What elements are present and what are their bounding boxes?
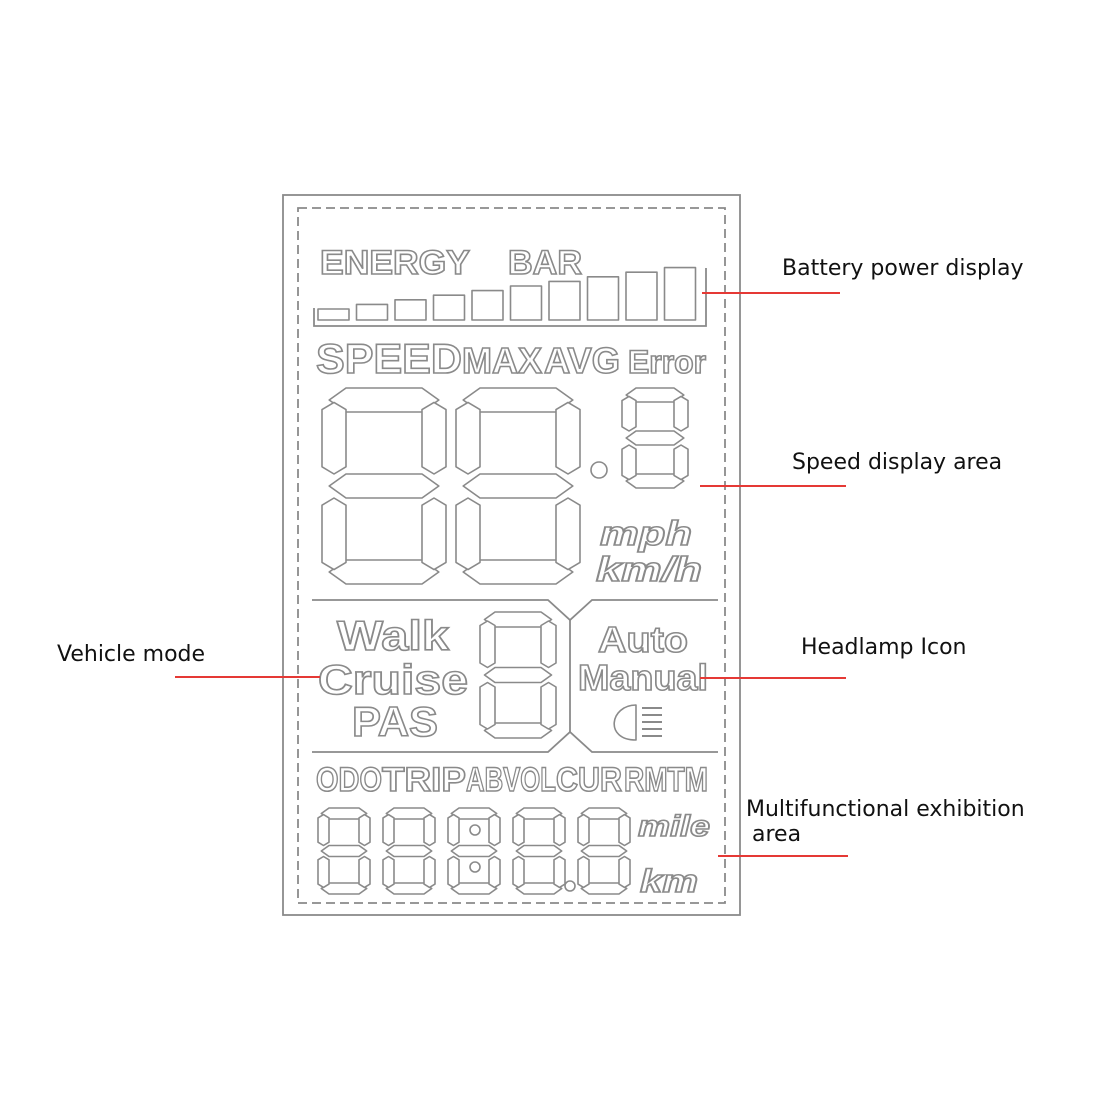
energy-bar-segment [548, 280, 581, 321]
mode-walk: Walk [337, 612, 450, 659]
label-cur: CUR [556, 761, 622, 799]
energy-bar-segment [432, 294, 466, 321]
multifunction-digits [317, 807, 631, 895]
speed-digit-tenths [621, 387, 689, 489]
energy-bar-segment [471, 289, 504, 321]
callout-headlamp: Headlamp Icon [801, 635, 967, 660]
callout-battery: Battery power display [782, 256, 1024, 281]
multi-digit-1 [317, 807, 371, 895]
mode-cruise: Cruise [318, 656, 468, 703]
lcd-inner-dashed-frame [297, 207, 726, 904]
lcd-outer-frame [282, 194, 741, 916]
callout-vehicle-mode: Vehicle mode [57, 642, 205, 667]
bar-label: BAR [508, 244, 582, 282]
error-label: Error [628, 344, 706, 380]
callout-multifunction-line2: area [752, 822, 801, 847]
speed-digit-ones [455, 387, 581, 585]
unit-mph: mph [600, 515, 692, 553]
multi-digit-5 [577, 807, 631, 895]
callout-speed: Speed display area [792, 450, 1002, 475]
speed-label: SPEED [316, 335, 462, 382]
multi-digit-4 [512, 807, 566, 895]
energy-bar-segments [313, 266, 707, 327]
label-odo: ODO [316, 761, 382, 799]
callout-multifunction-line1: Multifunctional exhibition [746, 797, 1025, 822]
unit-kmh: km/h [596, 551, 702, 589]
multi-digit-3 [447, 807, 501, 895]
colon-dot-bottom [469, 861, 481, 873]
headlamp-manual: Manual [578, 657, 708, 698]
energy-bar-segment [355, 303, 389, 321]
label-trip: TRIP [382, 761, 466, 799]
energy-bar-segment [317, 308, 350, 321]
multi-decimal-point [564, 880, 576, 892]
multi-digit-2 [382, 807, 436, 895]
headlamp-auto: Auto [598, 619, 688, 660]
avg-label: AVG [544, 340, 620, 381]
unit-mile: mile [638, 810, 710, 843]
headlamp-icon [613, 704, 662, 741]
assist-level-digit-segments [479, 611, 557, 739]
speed-digits [321, 387, 689, 585]
energy-bar-segment [625, 271, 658, 321]
speed-digit-tens [321, 387, 447, 585]
mode-pas: PAS [352, 698, 438, 745]
energy-bar-segment [394, 298, 427, 321]
unit-km: km [640, 863, 698, 899]
label-rmtm: RMTM [624, 761, 708, 799]
speed-decimal-point [590, 461, 608, 479]
energy-bar-segment [663, 266, 697, 321]
energy-label: ENERGY [320, 244, 470, 282]
energy-bar-segment [509, 285, 543, 321]
max-label: MAX [462, 340, 542, 381]
colon-dot-top [469, 824, 481, 836]
energy-bar-baseline [313, 268, 707, 327]
energy-bar-segment [586, 275, 620, 321]
assist-level-digit [479, 611, 557, 739]
label-abvol: ABVOL [466, 761, 556, 799]
